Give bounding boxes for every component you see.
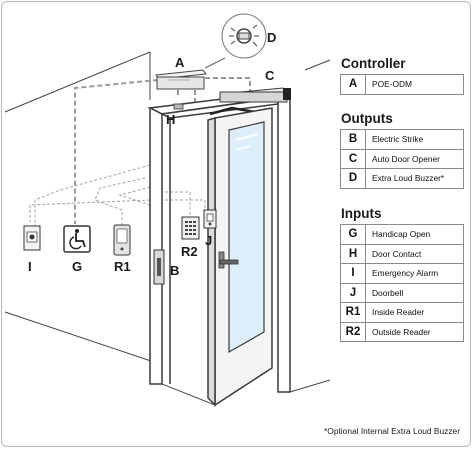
handicap-switch-device — [63, 225, 91, 253]
legend-code: B — [341, 130, 366, 149]
legend-row: I Emergency Alarm — [341, 263, 463, 283]
electric-strike — [153, 249, 165, 285]
legend-row: D Extra Loud Buzzer* — [341, 168, 463, 188]
label-r2: R2 — [181, 244, 198, 259]
outside-reader-device — [181, 216, 200, 240]
controller-unit — [155, 69, 207, 90]
legend-row: H Door Contact — [341, 243, 463, 263]
legend-code: J — [341, 283, 366, 302]
legend-desc: Inside Reader — [372, 307, 425, 318]
legend-code: H — [341, 244, 366, 263]
label-i: I — [28, 259, 32, 274]
legend-desc: POE-ODM — [372, 79, 413, 90]
legend-desc: Electric Strike — [372, 134, 424, 145]
legend-row: R1 Inside Reader — [341, 302, 463, 322]
legend-desc: Auto Door Opener — [372, 153, 440, 164]
legend-row: A POE-ODM — [341, 75, 463, 94]
legend-inputs: Inputs G Handicap Open H Door Contact I … — [340, 206, 464, 342]
legend-code: A — [341, 75, 366, 94]
legend-code: R2 — [341, 322, 366, 341]
legend-controller-table: A POE-ODM — [340, 74, 464, 95]
emergency-alarm-device — [23, 225, 41, 251]
legend-controller: Controller A POE-ODM — [340, 56, 464, 95]
label-r1: R1 — [114, 259, 131, 274]
label-j: J — [205, 233, 212, 248]
inside-reader-device — [113, 224, 131, 256]
label-a: A — [175, 55, 185, 70]
legend-desc: Extra Loud Buzzer* — [372, 173, 445, 184]
footnote: *Optional Internal Extra Loud Buzzer — [324, 426, 460, 436]
legend-outputs: Outputs B Electric Strike C Auto Door Op… — [340, 111, 464, 189]
legend-desc: Outside Reader — [372, 326, 431, 337]
doorbell-device — [203, 209, 217, 229]
legend-desc: Emergency Alarm — [372, 268, 439, 279]
legend-row: G Handicap Open — [341, 225, 463, 244]
legend-code: R1 — [341, 303, 366, 322]
legend-row: R2 Outside Reader — [341, 321, 463, 341]
label-g: G — [72, 259, 82, 274]
legend-desc: Handicap Open — [372, 229, 431, 240]
legend-outputs-table: B Electric Strike C Auto Door Opener D E… — [340, 129, 464, 189]
legend-outputs-title: Outputs — [341, 111, 393, 126]
label-h: H — [166, 112, 175, 127]
buzzer-bubble — [204, 13, 267, 69]
legend-inputs-title: Inputs — [341, 206, 382, 221]
label-c: C — [265, 68, 275, 83]
legend-inputs-table: G Handicap Open H Door Contact I Emergen… — [340, 224, 464, 342]
legend-row: J Doorbell — [341, 282, 463, 302]
legend-desc: Door Contact — [372, 248, 422, 259]
legend-row: B Electric Strike — [341, 130, 463, 149]
room-walls — [4, 51, 331, 393]
legend-desc: Doorbell — [372, 287, 404, 298]
legend-controller-title: Controller — [341, 56, 406, 71]
door-handle — [218, 251, 239, 269]
legend-code: G — [341, 225, 366, 244]
label-d: D — [267, 30, 276, 45]
door-opener — [209, 87, 292, 116]
legend-code: D — [341, 169, 366, 188]
door-panel — [207, 107, 273, 407]
door-contact — [173, 103, 184, 110]
label-b: B — [170, 263, 179, 278]
legend-row: C Auto Door Opener — [341, 148, 463, 168]
floor-lines — [161, 383, 216, 406]
legend-code: C — [341, 149, 366, 168]
legend-code: I — [341, 264, 366, 283]
